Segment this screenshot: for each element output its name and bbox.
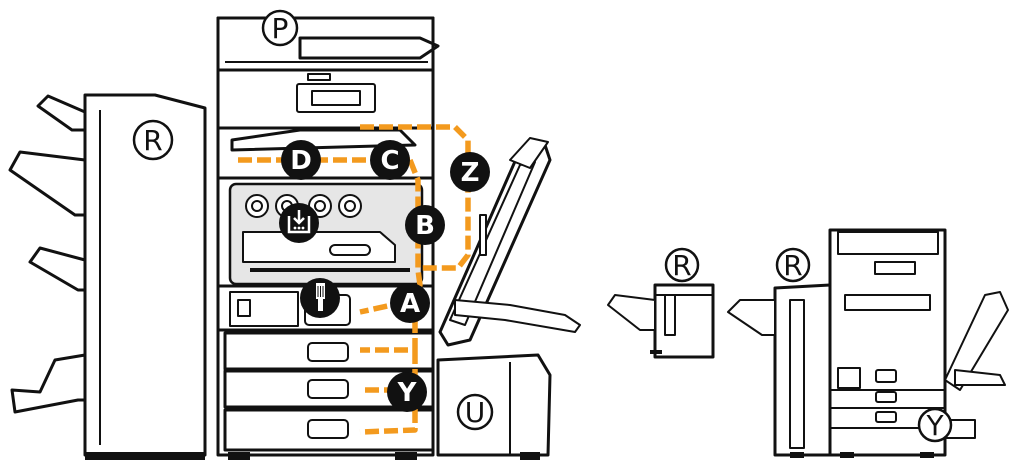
marker-P[interactable]: P — [263, 11, 297, 45]
svg-text:Y: Y — [925, 409, 944, 442]
paper-drawer-3[interactable] — [225, 410, 433, 450]
marker-Y-small-machine[interactable]: Y — [919, 409, 951, 442]
toner-waste-box-icon — [279, 203, 319, 243]
marker-R-small-machine[interactable]: R — [777, 249, 809, 282]
svg-text:U: U — [465, 396, 486, 429]
marker-A[interactable]: A — [390, 283, 430, 323]
svg-text:B: B — [415, 211, 435, 241]
marker-B[interactable]: B — [405, 205, 445, 245]
marker-C[interactable]: C — [370, 140, 410, 180]
finisher-lower-tray[interactable] — [30, 248, 85, 290]
finisher-middle-tray[interactable] — [10, 152, 85, 215]
marker-Z[interactable]: Z — [450, 152, 490, 192]
small-copier — [728, 230, 1008, 458]
svg-text:Y: Y — [397, 378, 418, 408]
marker-R-small-finisher[interactable]: R — [666, 249, 698, 282]
marker-Y[interactable]: Y — [387, 372, 427, 412]
svg-text:Z: Z — [461, 158, 480, 188]
svg-text:C: C — [380, 146, 399, 176]
svg-text:R: R — [783, 249, 802, 282]
finisher-booklet-tray[interactable] — [12, 355, 85, 412]
marker-R[interactable]: R — [134, 121, 172, 159]
svg-text:R: R — [143, 124, 162, 157]
cleaning-brush-icon — [300, 278, 340, 318]
svg-text:A: A — [400, 289, 420, 319]
saddle-finisher — [10, 95, 205, 460]
svg-text:R: R — [672, 249, 691, 282]
document-feeder[interactable] — [218, 18, 438, 70]
marker-U[interactable]: U — [458, 395, 492, 429]
large-capacity-tray[interactable] — [438, 355, 550, 460]
marker-D[interactable]: D — [281, 140, 321, 180]
finisher-top-tray[interactable] — [38, 96, 85, 130]
svg-text:D: D — [290, 146, 312, 176]
inner-finisher-small — [608, 285, 713, 357]
svg-text:P: P — [272, 12, 289, 45]
